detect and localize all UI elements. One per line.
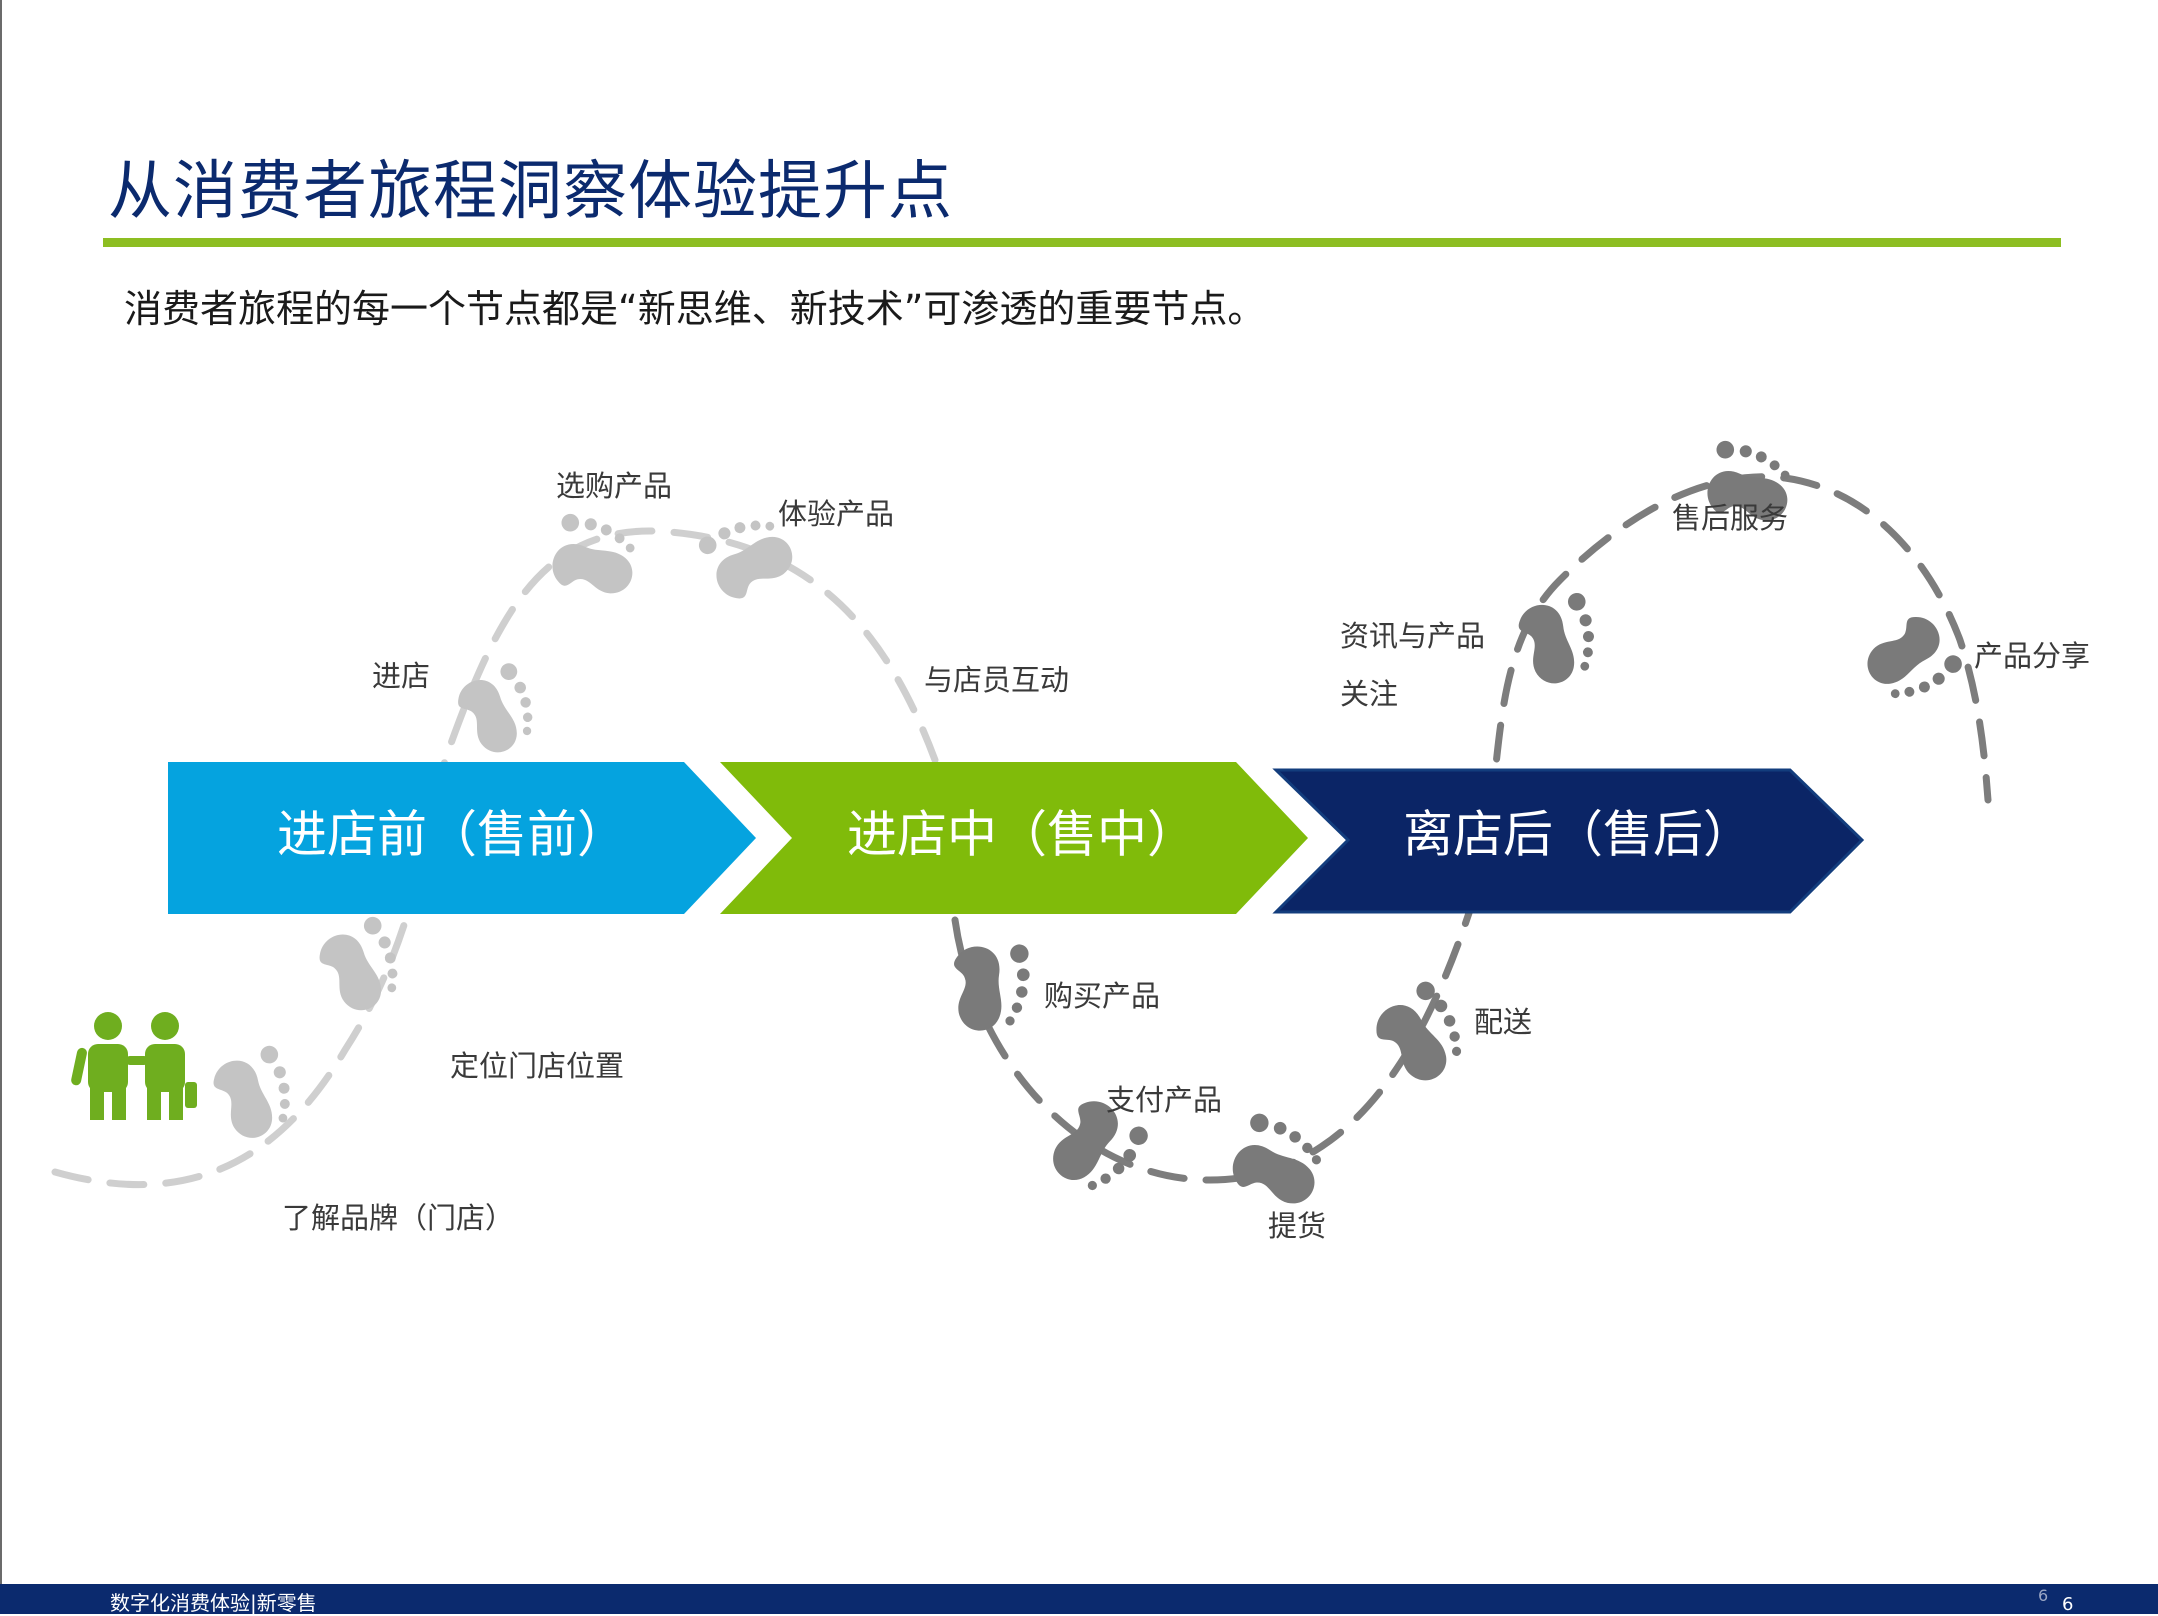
- footer-text: 数字化消费体验|新零售: [110, 1591, 317, 1615]
- label-interact-staff: 与店员互动: [924, 663, 1069, 697]
- footprint-icon-delivery: [1365, 976, 1477, 1093]
- phase-arrow-pre: [168, 762, 756, 914]
- label-info-follow-2: 关注: [1340, 677, 1398, 711]
- journey-path-late: [951, 473, 1992, 1184]
- phase-label-post: 离店后（售后）: [1403, 806, 1753, 864]
- label-info-follow-1: 资讯与产品: [1340, 619, 1485, 653]
- label-browse-products: 选购产品: [556, 469, 672, 503]
- footprint-icon-info: [1514, 591, 1602, 689]
- page-title: 从消费者旅程洞察体验提升点: [108, 155, 953, 229]
- label-locate-store: 定位门店位置: [450, 1049, 624, 1083]
- footprint-icon-locate: [311, 913, 410, 1019]
- footprint-icon-buy: [948, 938, 1033, 1035]
- title-underline: [103, 238, 2061, 247]
- label-after-sales-service: 售后服务: [1672, 501, 1788, 535]
- footprint-icon-pickup: [1219, 1107, 1335, 1219]
- phase-arrow-mid: [720, 762, 1308, 914]
- phase-label-pre: 进店前（售前）: [277, 806, 627, 864]
- label-experience-products: 体验产品: [778, 497, 894, 531]
- footprint-icon-browse: [540, 508, 647, 607]
- page-subtitle: 消费者旅程的每一个节点都是“新思维、新技术”可渗透的重要节点。: [124, 287, 1266, 331]
- label-delivery: 配送: [1474, 1005, 1532, 1039]
- page-number: 6: [2038, 1586, 2049, 1605]
- label-enter-store: 进店: [372, 659, 430, 693]
- phase-label-mid: 进店中（售中）: [847, 806, 1197, 864]
- label-pay-products: 支付产品: [1106, 1083, 1222, 1117]
- label-share-products: 产品分享: [1974, 639, 2090, 673]
- left-border: [0, 0, 2, 1614]
- people-icon: [71, 1012, 197, 1120]
- journey-path-early: [51, 527, 939, 1188]
- page-number-footer: 6: [2062, 1594, 2074, 1615]
- phase-arrow-post: [1272, 768, 1865, 914]
- label-understand-brand: 了解品牌（门店）: [282, 1201, 514, 1235]
- footer-bar: 数字化消费体验|新零售: [0, 1584, 2158, 1615]
- label-pickup: 提货: [1268, 1209, 1326, 1243]
- label-buy-products: 购买产品: [1044, 979, 1160, 1013]
